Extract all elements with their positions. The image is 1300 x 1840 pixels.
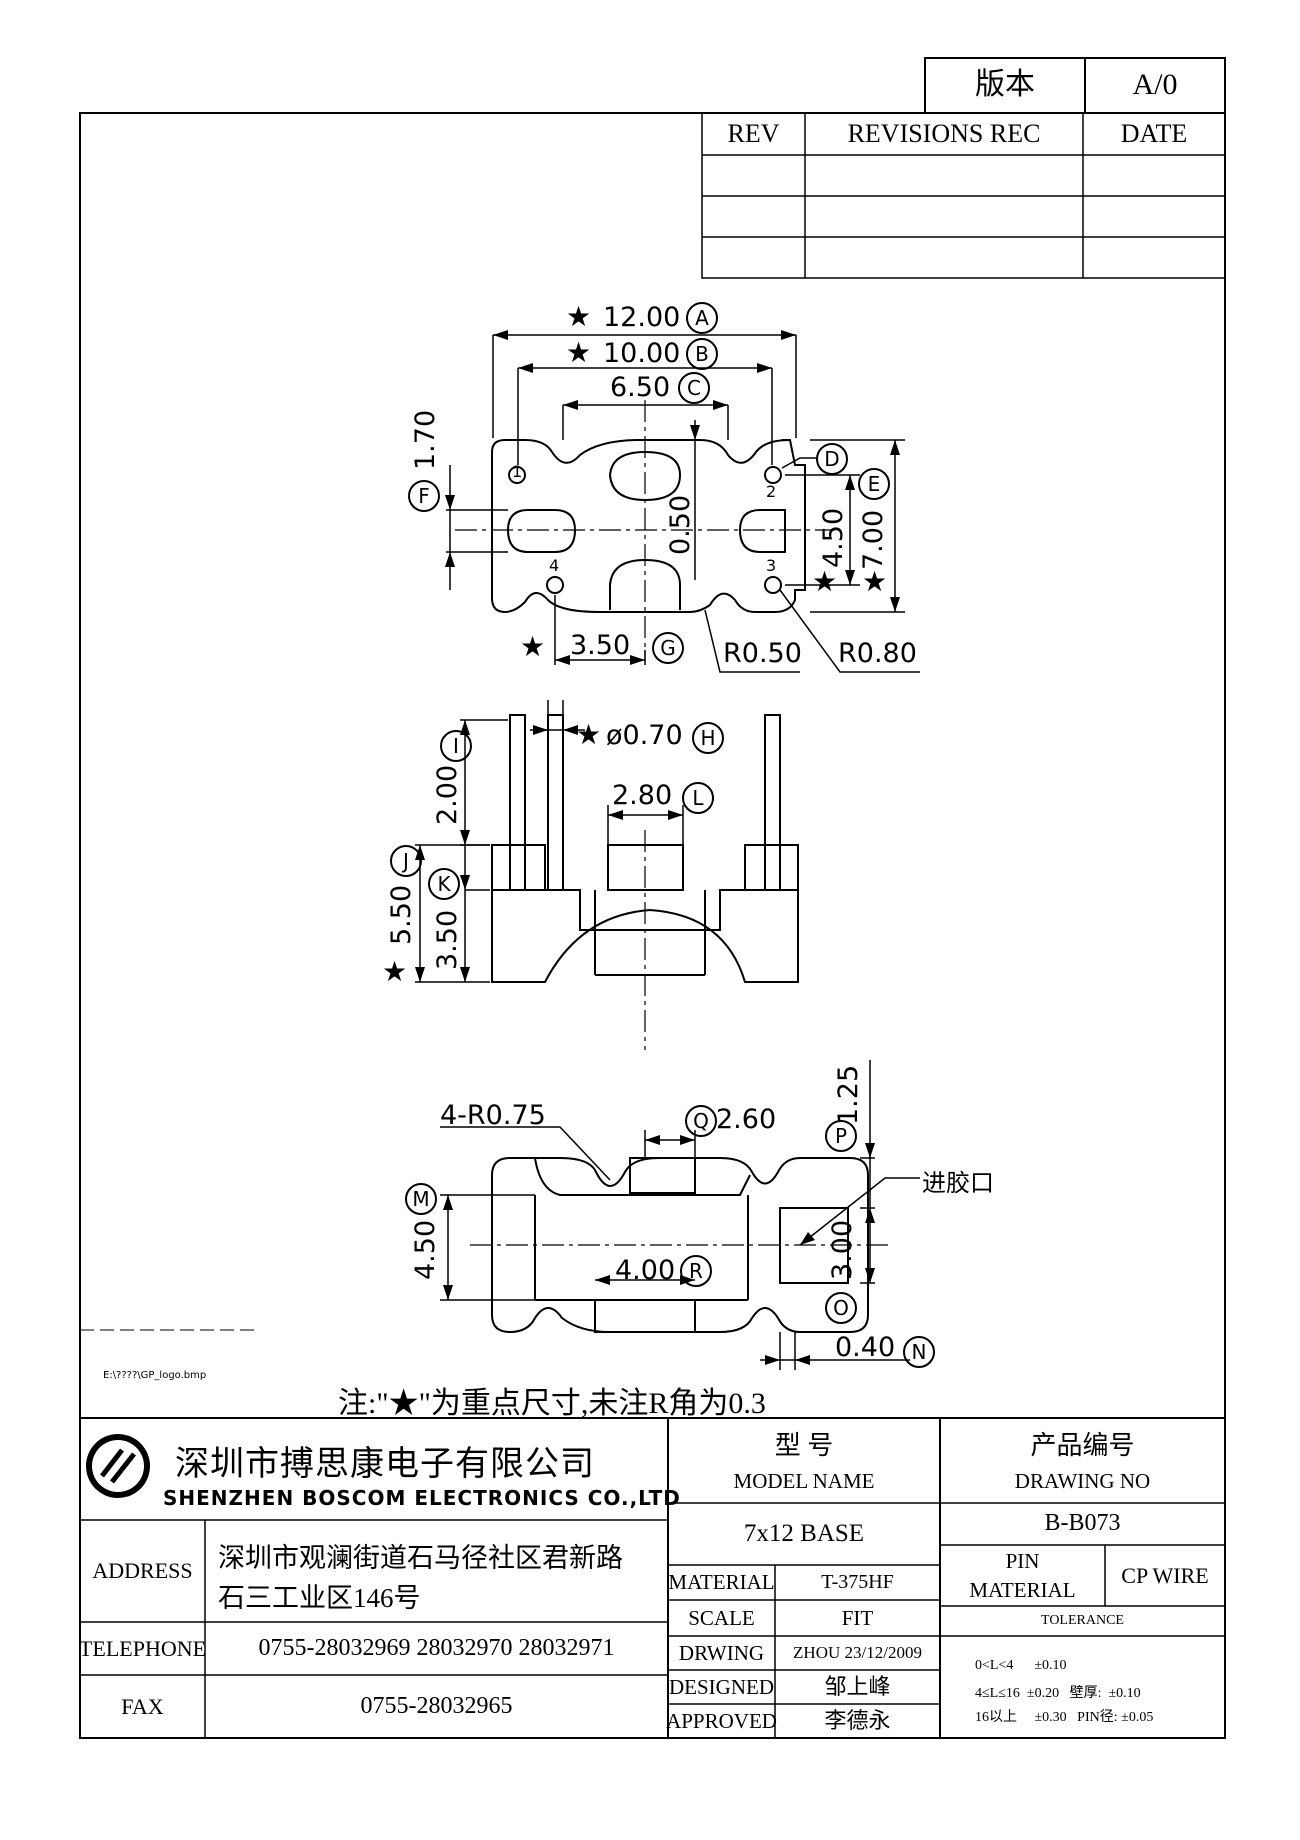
dim-q: 2.60: [716, 1104, 777, 1135]
pin-number-1: 1: [512, 462, 523, 481]
address-label: ADDRESS: [92, 1558, 193, 1584]
model-value: 7x12 BASE: [743, 1519, 865, 1547]
tolerance-line-1: 0<L<4 ±0.10: [975, 1658, 1067, 1673]
tag-g: G: [652, 632, 684, 664]
star-mark: ★: [520, 630, 546, 663]
gate-label: 进胶口: [922, 1171, 994, 1197]
dim-g: 3.50: [570, 630, 631, 661]
tag-p: P: [825, 1120, 857, 1152]
star-mark: ★: [566, 336, 592, 369]
logo-path: E:\????\GP_logo.bmp: [103, 1370, 207, 1381]
drawing-by-label: DRWING: [678, 1640, 765, 1665]
tag-q: Q: [685, 1105, 717, 1137]
pin-number-2: 2: [766, 482, 777, 501]
top-view-right-slot: [738, 509, 786, 553]
company-name-en: SHENZHEN BOSCOM ELECTRONICS CO.,LTD: [163, 1486, 681, 1510]
tag-o: O: [825, 1292, 857, 1324]
drawing-value: B-B073: [1044, 1510, 1121, 1537]
radius-large: R0.80: [838, 638, 917, 669]
pin-material-label-2: MATERIAL: [969, 1577, 1076, 1602]
radius-small: R0.50: [723, 638, 802, 669]
version-value: A/0: [1132, 68, 1178, 102]
material-label: MATERIAL: [668, 1570, 775, 1595]
radius-note: 4-R0.75: [440, 1100, 546, 1131]
fax-label: FAX: [121, 1693, 164, 1719]
tag-h: H: [692, 722, 724, 754]
company-logo-icon: [86, 1434, 150, 1498]
tag-d: D: [816, 443, 848, 475]
dim-o: 3.00: [827, 1219, 858, 1280]
tolerance-label: TOLERANCE: [1041, 1612, 1124, 1628]
designed-value: 邹上峰: [824, 1674, 891, 1700]
tolerance-line-3: 16以上 ±0.30 PIN径: ±0.05: [975, 1710, 1154, 1725]
designed-label: DESIGNED: [669, 1674, 774, 1699]
tag-k: K: [428, 868, 460, 900]
approved-value: 李德永: [824, 1708, 891, 1734]
tag-n: N: [903, 1336, 935, 1368]
dim-c: 6.50: [610, 372, 671, 403]
address-line-1: 深圳市观澜街道石马径社区君新路: [218, 1543, 623, 1573]
tolerance-line-2: 4≤L≤16 ±0.20 壁厚: ±0.10: [975, 1686, 1141, 1701]
date-header: DATE: [1120, 119, 1188, 149]
drawing-by-value: ZHOU 23/12/2009: [793, 1643, 922, 1663]
tag-a: A: [686, 302, 718, 334]
bottom-view-outline: [491, 1157, 869, 1334]
revisions-rec-header: REVISIONS REC: [847, 119, 1041, 149]
model-label-en: MODEL NAME: [733, 1468, 875, 1493]
dim-l: 2.80: [612, 780, 673, 811]
model-label-cn: 型 号: [774, 1431, 834, 1461]
tag-r: R: [680, 1255, 712, 1287]
tag-j: J: [390, 845, 422, 877]
fax-value: 0755-28032965: [360, 1692, 513, 1719]
pin-number-3: 3: [766, 556, 777, 575]
dim-n: 0.40: [835, 1332, 896, 1363]
star-mark: ★: [382, 955, 408, 988]
pin-number-4: 4: [549, 556, 560, 575]
dim-b: 10.00: [603, 338, 681, 369]
top-view-outline: [491, 439, 806, 614]
tag-e: E: [858, 468, 890, 500]
pin-material-label-1: PIN: [1005, 1548, 1040, 1573]
scale-label: SCALE: [688, 1605, 755, 1630]
tag-c: C: [678, 372, 710, 404]
scale-value: FIT: [841, 1605, 874, 1630]
approved-label: APPROVED: [666, 1708, 777, 1733]
company-name-cn: 深圳市搏思康电子有限公司: [175, 1446, 595, 1483]
telephone-label: TELEPHONE: [78, 1635, 207, 1661]
drawing-label-cn: 产品编号: [1030, 1431, 1135, 1461]
dim-h: ø0.70: [606, 720, 683, 751]
dim-r: 4.00: [615, 1255, 676, 1286]
star-mark: ★: [812, 565, 838, 598]
dim-m: 4.50: [410, 1219, 441, 1280]
top-view-left-slot: [506, 509, 577, 553]
address-line-2: 石三工业区146号: [218, 1583, 421, 1613]
top-view-upper-slot: [608, 450, 682, 502]
dim-a: 12.00: [603, 302, 681, 333]
telephone-value: 0755-28032969 28032970 28032971: [258, 1634, 615, 1661]
star-mark: ★: [566, 300, 592, 333]
side-view-base: [491, 844, 799, 983]
tag-i: I: [440, 730, 472, 762]
star-mark: ★: [862, 565, 888, 598]
dim-p: 1.25: [833, 1064, 864, 1125]
tag-f: F: [408, 480, 440, 512]
rev-header: REV: [727, 119, 780, 149]
star-mark: ★: [576, 718, 602, 751]
tag-m: M: [405, 1183, 437, 1215]
version-label: 版本: [975, 68, 1035, 102]
material-value: T-375HF: [821, 1571, 894, 1593]
pin-material-value: CP WIRE: [1121, 1562, 1209, 1588]
tag-l: L: [682, 782, 714, 814]
key-dimension-note: 注:"★"为重点尺寸,未注R角为0.3: [338, 1387, 766, 1420]
drawing-label-en: DRAWING NO: [1014, 1468, 1151, 1493]
tag-b: B: [686, 338, 718, 370]
